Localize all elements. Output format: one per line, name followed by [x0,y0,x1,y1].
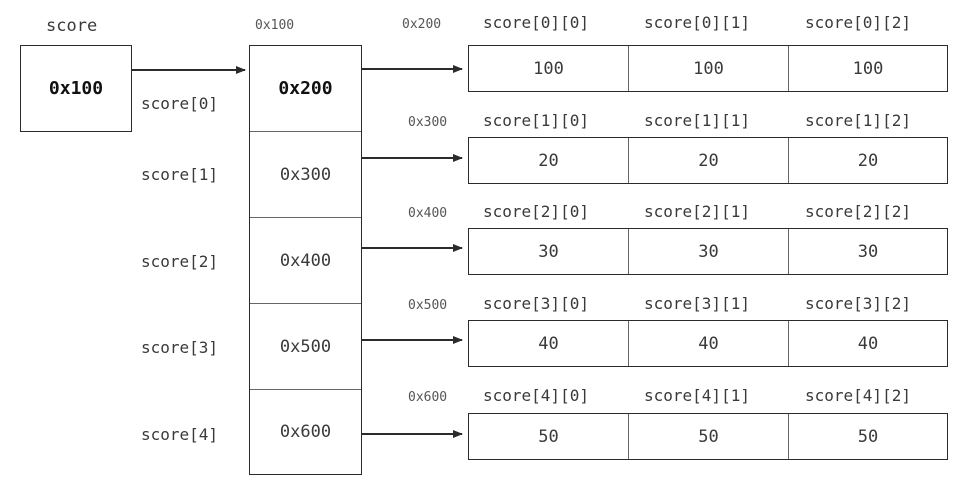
var-name-label: score [46,16,98,36]
row-pointer-cell: 0x500 [250,304,361,390]
element-value: 40 [857,333,879,354]
element-cell: 30 [629,229,789,274]
element-value: 40 [538,333,559,354]
row-array: 40 40 40 [468,320,948,367]
row-array-address: 0x400 [408,206,448,221]
element-value: 40 [698,333,719,354]
row-pointer-array: 0x200 0x300 0x400 0x500 0x600 [249,45,362,475]
row-pointer-label: score[0] [141,94,219,113]
element-cell: 20 [629,138,789,183]
element-cell: 100 [789,46,947,91]
element-value: 50 [857,426,879,447]
element-value: 100 [533,58,564,79]
row-pointer-label: score[2] [141,252,219,271]
element-value: 30 [857,241,879,262]
var-value: 0x100 [48,78,104,99]
element-cell: 40 [469,321,629,366]
element-value: 30 [538,241,559,262]
row-pointer-value: 0x600 [279,422,332,442]
row-array: 50 50 50 [468,413,948,460]
row-array-address: 0x200 [402,17,442,32]
element-cell: 50 [629,414,789,459]
element-header: score[3][0] [483,294,589,313]
element-header: score[1][0] [483,111,589,130]
element-cell: 40 [629,321,789,366]
row-pointer-value: 0x500 [279,336,332,357]
row-pointer-cell: 0x400 [250,218,361,304]
element-header: score[4][1] [644,386,750,405]
row-array: 20 20 20 [468,137,948,184]
element-header: score[3][1] [644,294,750,313]
element-cell: 30 [469,229,629,274]
element-cell: 30 [789,229,947,274]
element-cell: 50 [469,414,629,459]
element-header: score[0][0] [483,13,589,32]
row-array-address: 0x100 [255,18,295,33]
element-header: score[4][2] [805,386,911,405]
row-pointer-value: 0x300 [279,164,332,185]
element-header: score[0][1] [644,13,750,32]
row-array: 30 30 30 [468,228,948,275]
element-header: score[4][0] [483,386,589,405]
element-cell: 100 [469,46,629,91]
element-cell: 20 [789,138,947,183]
row-pointer-cell: 0x300 [250,132,361,218]
row-pointer-label: score[1] [141,165,219,184]
row-array: 100 100 100 [468,45,948,92]
element-header: score[2][1] [644,202,750,221]
element-cell: 20 [469,138,629,183]
element-cell: 40 [789,321,947,366]
row-pointer-label: score[4] [141,425,219,444]
element-header: score[0][2] [805,13,911,32]
element-value: 30 [698,241,719,262]
element-value: 50 [538,426,559,447]
row-pointer-value: 0x400 [279,250,332,271]
element-header: score[1][2] [805,111,911,130]
element-value: 50 [698,426,719,447]
row-pointer-cell: 0x600 [250,390,361,474]
element-header: score[3][2] [805,294,911,313]
element-header: score[2][0] [483,202,589,221]
element-cell: 50 [789,414,947,459]
row-array-address: 0x500 [408,298,448,313]
element-value: 20 [538,150,559,171]
element-value: 20 [698,150,719,171]
row-array-address: 0x600 [408,390,448,405]
element-header: score[1][1] [644,111,750,130]
row-pointer-label: score[3] [141,338,219,357]
element-header: score[2][2] [805,202,911,221]
element-value: 100 [693,58,724,79]
var-box: 0x100 [20,45,132,132]
element-value: 100 [852,58,884,79]
row-pointer-cell: 0x200 [250,46,361,132]
element-value: 20 [857,150,879,171]
element-cell: 100 [629,46,789,91]
row-array-address: 0x300 [408,115,448,130]
row-pointer-value: 0x200 [278,78,333,99]
